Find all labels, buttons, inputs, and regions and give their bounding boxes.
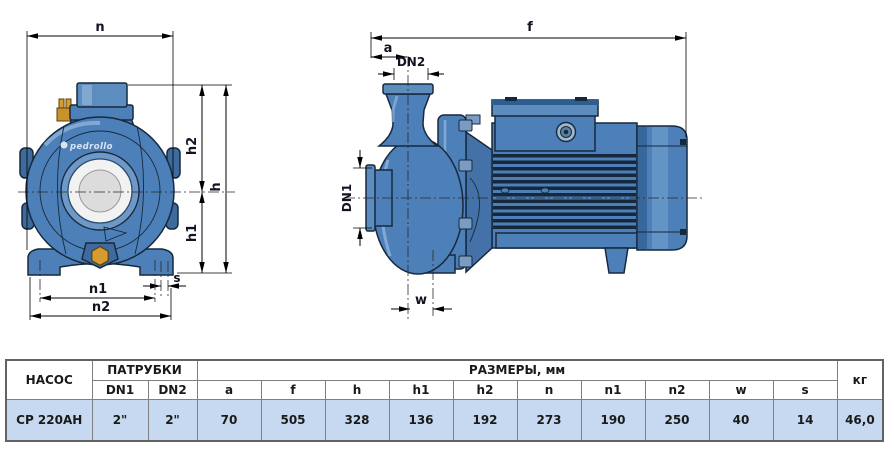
cell-pump-model: CP 220AH xyxy=(5,398,93,442)
dim-label-dn2: DN2 xyxy=(397,55,425,69)
cell-n: 273 xyxy=(516,398,582,442)
table-row: CP 220AH 2" 2" 70 505 328 136 192 273 19… xyxy=(5,398,884,442)
casing-seam xyxy=(134,125,144,255)
fan-cover-shade xyxy=(638,127,647,249)
fan-cover-highlight xyxy=(652,127,668,249)
cable-gland-center xyxy=(563,129,569,135)
casing-seam xyxy=(57,125,67,255)
front-view-dimensions: n h2 h h1 s n1 n2 xyxy=(18,20,235,320)
dim-label-w: w xyxy=(415,293,427,308)
subheader-dn1: DN1 xyxy=(91,379,149,400)
cell-n2: 250 xyxy=(644,398,710,442)
header-weight: кг xyxy=(836,359,884,400)
cell-n1: 190 xyxy=(580,398,646,442)
subheader-n2: n2 xyxy=(644,379,710,400)
dim-label-h2: h2 xyxy=(185,137,200,155)
triangle-mark xyxy=(103,226,128,242)
subheader-n: n xyxy=(516,379,582,400)
fin-bolt xyxy=(540,187,550,194)
motor-foot xyxy=(604,247,629,274)
shaft-hole xyxy=(78,169,122,213)
subheader-w: w xyxy=(708,379,774,400)
fan-cover-clip xyxy=(680,229,686,235)
flange-bolts xyxy=(458,119,473,268)
cell-dn1: 2" xyxy=(91,398,149,442)
port-highlight xyxy=(82,85,92,105)
subheader-dn2: DN2 xyxy=(147,379,198,400)
dim-label-s: s xyxy=(173,271,180,285)
cell-w: 40 xyxy=(708,398,774,442)
pedrollo-logo-mark xyxy=(60,141,68,149)
cell-a: 70 xyxy=(196,398,262,442)
side-view-dimensions: f a DN2 DN1 w xyxy=(340,20,704,322)
cell-h: 328 xyxy=(324,398,390,442)
dimensions-table: НАСОС ПАТРУБКИ РАЗМЕРЫ, мм кг DN1 DN2 a … xyxy=(5,359,885,442)
cell-h1: 136 xyxy=(388,398,454,442)
fan-cover-clip xyxy=(680,139,686,145)
dim-label-h1: h1 xyxy=(185,224,200,242)
lid-tab xyxy=(505,97,517,101)
subheader-a: a xyxy=(196,379,262,400)
subheader-h: h xyxy=(324,379,390,400)
cell-s: 14 xyxy=(772,398,838,442)
brass-fitting xyxy=(56,98,73,122)
subheader-f: f xyxy=(260,379,326,400)
dim-label-h: h xyxy=(209,182,224,191)
header-pump: НАСОС xyxy=(5,359,93,400)
cell-h2: 192 xyxy=(452,398,518,442)
motor-fins xyxy=(493,154,636,229)
subheader-h2: h2 xyxy=(452,379,518,400)
terminal-box-lid-edge xyxy=(492,100,598,105)
lantern-bracket xyxy=(465,130,493,274)
lid-tab xyxy=(575,97,587,101)
subheader-h1: h1 xyxy=(388,379,454,400)
pedrollo-logo-text: pedrollo xyxy=(69,142,113,152)
dim-label-n1: n1 xyxy=(89,282,107,297)
fin-bolt xyxy=(500,187,510,194)
pump-side-view xyxy=(365,83,688,275)
dim-label-a: a xyxy=(384,41,393,56)
cell-dn2: 2" xyxy=(147,398,198,442)
subheader-s: s xyxy=(772,379,838,400)
pump-front-view: pedrollo xyxy=(19,82,181,276)
cell-f: 505 xyxy=(260,398,326,442)
body-highlight xyxy=(43,120,101,147)
hex-plug xyxy=(91,245,109,267)
header-ports: ПАТРУБКИ xyxy=(91,359,198,381)
cell-weight: 46,0 xyxy=(836,398,884,442)
subheader-n1: n1 xyxy=(580,379,646,400)
dim-label-f: f xyxy=(527,20,533,35)
dim-label-dn1: DN1 xyxy=(340,184,354,212)
motor-bottom-rail xyxy=(495,232,638,249)
header-sizes: РАЗМЕРЫ, мм xyxy=(196,359,838,381)
bracket-rib xyxy=(469,177,480,243)
dim-label-n2: n2 xyxy=(92,300,110,315)
dim-label-n: n xyxy=(95,20,104,35)
pump-technical-drawing: pedrollo n h2 h h1 s n1 xyxy=(18,20,704,322)
